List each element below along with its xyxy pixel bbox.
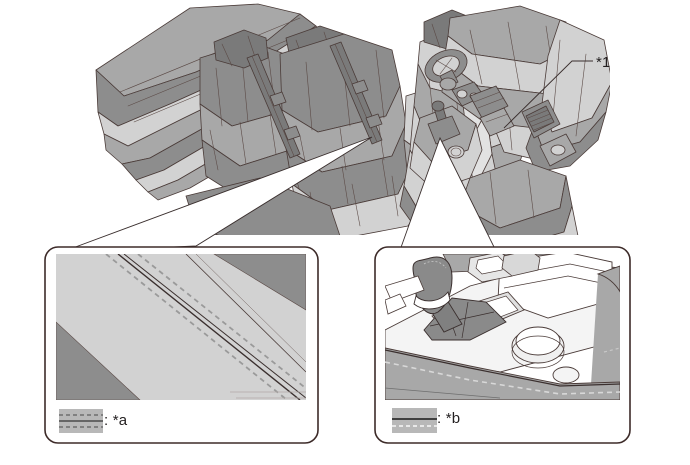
- console-small-button: [552, 366, 580, 384]
- steering-wheel: [424, 49, 468, 91]
- legend-label-b: : *b: [437, 410, 461, 427]
- shift-lever-knob: [412, 256, 453, 314]
- legend-swatch-b: [392, 408, 437, 433]
- detail-b-image: [385, 254, 620, 400]
- console-control-knob: [511, 326, 565, 369]
- leader-star1: [503, 60, 593, 129]
- callout-label-star1: *1: [596, 54, 611, 71]
- detail-a-image: [56, 254, 306, 400]
- legend-swatch-a: [59, 409, 103, 433]
- interior-geometry: [95, 3, 610, 235]
- legend-label-a: : *a: [104, 412, 128, 429]
- front-door-trim: [521, 99, 561, 139]
